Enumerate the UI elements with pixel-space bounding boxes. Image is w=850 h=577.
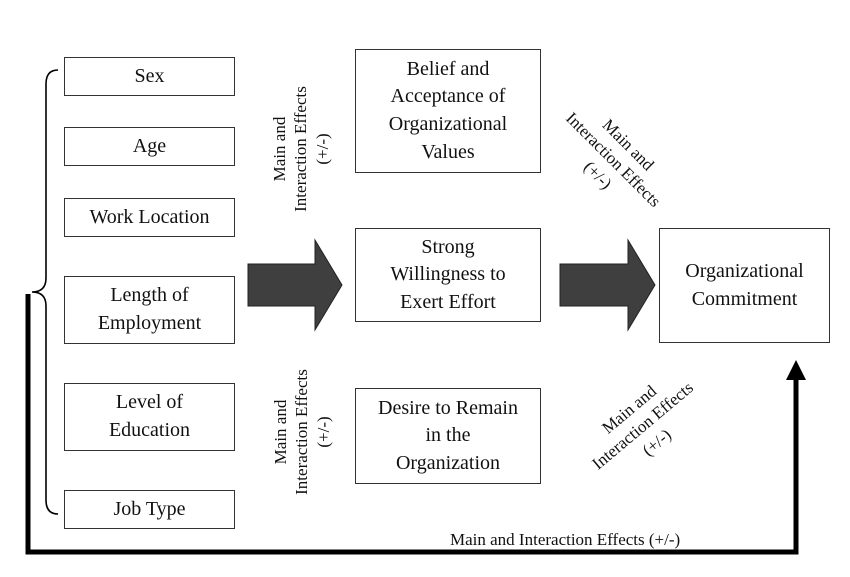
- grouping-brace: [31, 69, 59, 515]
- effect-label-direct: Main and Interaction Effects (+/-): [450, 530, 681, 549]
- component-label: Belief and Acceptance of Organizational …: [388, 57, 508, 163]
- variable-box-job-type: Job Type: [64, 490, 235, 529]
- component-box-belief: Belief and Acceptance of Organizational …: [355, 49, 541, 173]
- variable-label: Work Location: [89, 205, 210, 228]
- effect-label-left-top: Main and Interaction Effects (+/-): [270, 86, 332, 212]
- direct-effect-arrowhead: [786, 360, 806, 380]
- component-label: Strong Willingness to Exert Effort: [390, 235, 506, 313]
- variable-box-work-location: Work Location: [64, 198, 235, 237]
- component-box-desire: Desire to Remain in the Organization: [355, 388, 541, 484]
- outcome-box: Organizational Commitment: [659, 228, 830, 343]
- direct-effect-line: [25, 294, 799, 555]
- variable-box-sex: Sex: [64, 57, 235, 96]
- component-label: Desire to Remain in the Organization: [378, 396, 518, 474]
- outcome-label: Organizational Commitment: [685, 259, 804, 310]
- variable-label: Sex: [134, 64, 165, 87]
- variable-box-age: Age: [64, 127, 235, 166]
- variable-label: Level of Education: [108, 391, 191, 441]
- component-box-willingness: Strong Willingness to Exert Effort: [355, 228, 541, 322]
- effect-label-left-bottom: Main and Interaction Effects (+/-): [271, 369, 333, 495]
- variable-box-level-of-education: Level of Education: [64, 383, 235, 451]
- variable-box-length-of-employment: Length of Employment: [64, 276, 235, 344]
- block-arrow-to-components: [247, 238, 343, 332]
- block-arrow-to-commitment: [559, 238, 656, 332]
- variable-label: Job Type: [113, 497, 186, 520]
- variable-label: Age: [132, 134, 167, 157]
- variable-label: Length of Employment: [97, 284, 202, 334]
